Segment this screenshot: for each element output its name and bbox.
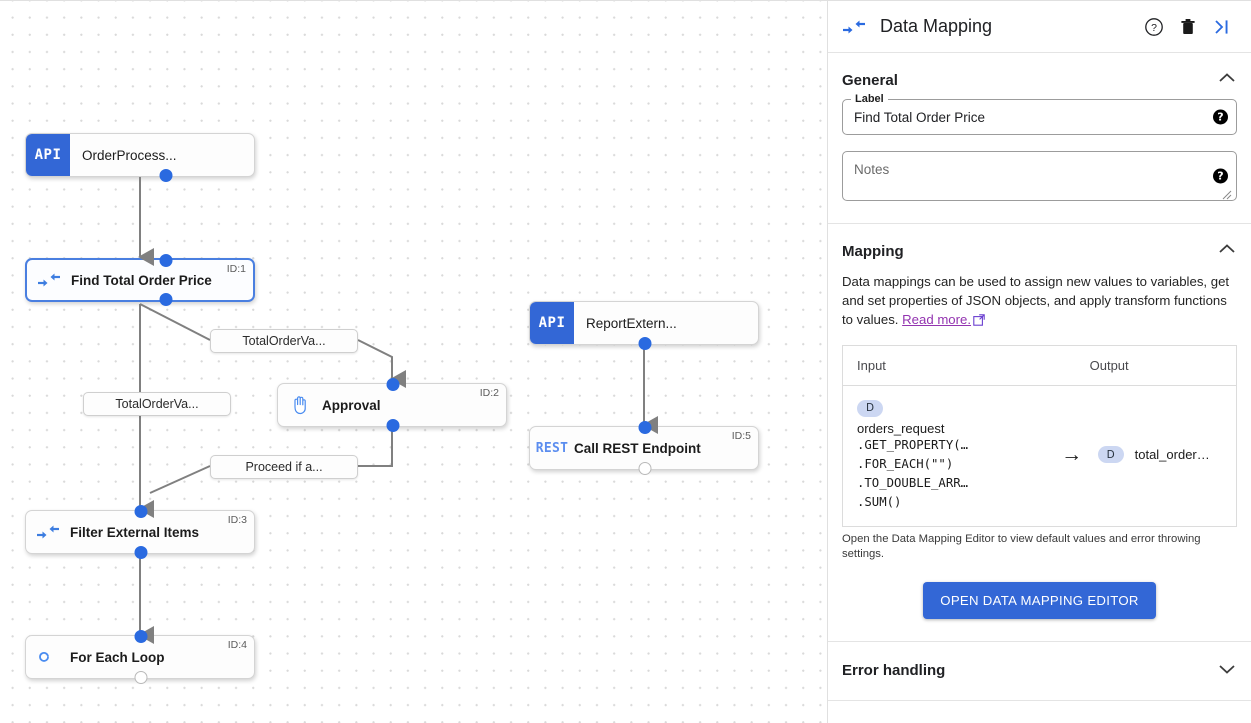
table-row[interactable]: D orders_request .GET_PROPERTY(… .FOR_EA… [843, 386, 1237, 527]
api-badge-icon: API [530, 302, 574, 344]
node-input-port[interactable] [134, 505, 148, 518]
section-error-handling: Error handling [828, 642, 1251, 700]
input-type-badge: D [857, 399, 883, 417]
node-title: Call REST Endpoint [574, 440, 701, 456]
mapping-actions: OPEN DATA MAPPING EDITOR [842, 581, 1237, 619]
input-transform-4: .SUM() [857, 494, 902, 509]
help-circle-icon[interactable]: ? [1139, 12, 1169, 42]
label-field-value: Find Total Order Price [854, 109, 986, 125]
table-header-row: Input Output [842, 345, 1237, 386]
rest-label: REST [535, 440, 569, 456]
section-mapping-header[interactable]: Mapping [842, 224, 1237, 270]
node-approval[interactable]: Approval ID:2 [277, 378, 507, 432]
read-more-link[interactable]: Read more. [902, 312, 972, 327]
section-title: Mapping [842, 242, 904, 260]
node-title: OrderProcess... [82, 147, 177, 163]
open-data-mapping-editor-button[interactable]: OPEN DATA MAPPING EDITOR [923, 581, 1156, 619]
node-output-port[interactable] [134, 546, 148, 559]
input-transform-3: .TO_DOUBLE_ARR… [857, 475, 969, 490]
properties-panel: Data Mapping ? [828, 0, 1251, 723]
mapping-arrow-icon: → [1061, 442, 1083, 466]
mapping-output-cell[interactable]: → D total_order… [1032, 386, 1237, 527]
edge-label-total-order-va-2[interactable]: TotalOrderVa... [83, 392, 231, 416]
node-output-port[interactable] [159, 293, 173, 306]
node-input-port[interactable] [159, 254, 173, 267]
edge-label-proceed-if-a[interactable]: Proceed if a... [210, 455, 358, 479]
rest-badge-icon: REST [530, 427, 574, 469]
section-general: General Label Find Total Order Price ? N… [828, 53, 1251, 205]
node-title: For Each Loop [70, 649, 165, 665]
resize-handle[interactable] [1222, 187, 1232, 200]
node-title: Find Total Order Price [71, 272, 212, 288]
section-title: General [842, 71, 898, 89]
node-order-process[interactable]: API OrderProcess... [25, 133, 255, 182]
help-icon[interactable]: ? [1213, 168, 1228, 184]
collapse-panel-icon[interactable] [1207, 12, 1237, 42]
trash-icon[interactable] [1173, 12, 1203, 42]
mapping-hint: Open the Data Mapping Editor to view def… [842, 532, 1201, 560]
node-output-port[interactable] [638, 337, 652, 350]
edge-label-total-order-va-1[interactable]: TotalOrderVa... [210, 329, 358, 353]
node-id-label: ID:5 [731, 430, 751, 442]
notes-field[interactable]: Notes ? [842, 151, 1237, 201]
column-header-input: Input [842, 345, 1032, 386]
node-id-label: ID:4 [227, 639, 247, 651]
flow-canvas[interactable]: API OrderProcess... Find Total Order Pri… [0, 0, 828, 723]
flow-wires [138, 177, 658, 644]
mapping-description-text: Data mappings can be used to assign new … [842, 274, 1230, 327]
mapping-description: Data mappings can be used to assign new … [842, 272, 1237, 331]
node-input-port[interactable] [134, 630, 148, 643]
divider [828, 699, 1251, 701]
section-error-handling-header[interactable]: Error handling [842, 642, 1237, 700]
divider [828, 223, 1251, 224]
data-mapping-icon [842, 19, 872, 35]
node-title: Filter External Items [70, 524, 200, 540]
label-field-legend: Label [851, 93, 888, 105]
node-id-label: ID:1 [226, 263, 246, 275]
mapping-table: Input Output D orders_request .GET_PROPE… [842, 345, 1237, 527]
node-input-port[interactable] [386, 378, 400, 391]
node-id-label: ID:3 [227, 514, 247, 526]
output-type-badge: D [1097, 446, 1124, 464]
chevron-up-icon[interactable] [1217, 71, 1237, 89]
node-id-label: ID:2 [479, 387, 499, 399]
loop-infinity-icon [26, 636, 70, 678]
node-output-port[interactable] [134, 671, 148, 684]
node-output-port[interactable] [159, 169, 173, 182]
api-badge-icon: API [26, 134, 70, 176]
hand-approval-icon [278, 384, 322, 426]
input-transform-2: .FOR_EACH("") [857, 456, 954, 471]
section-mapping: Mapping Data mappings can be used to ass… [828, 224, 1251, 641]
section-title: Error handling [842, 662, 946, 679]
section-general-header[interactable]: General [842, 53, 1237, 99]
input-transform-1: .GET_PROPERTY(… [857, 437, 969, 452]
mapping-input-cell[interactable]: D orders_request .GET_PROPERTY(… .FOR_EA… [843, 386, 1032, 527]
divider [828, 640, 1251, 642]
node-output-port[interactable] [386, 419, 400, 432]
node-report-extern[interactable]: API ReportExtern... [529, 301, 759, 350]
node-title: ReportExtern... [586, 315, 677, 331]
svg-text:?: ? [1151, 22, 1157, 34]
node-output-port[interactable] [638, 462, 652, 475]
external-link-icon[interactable] [973, 312, 985, 331]
notes-placeholder: Notes [854, 162, 890, 177]
page-title: Data Mapping [880, 16, 993, 36]
data-mapping-icon [26, 511, 70, 553]
column-header-output: Output [1031, 345, 1237, 386]
chevron-up-icon[interactable] [1217, 242, 1237, 260]
data-mapping-icon [27, 260, 71, 300]
input-variable-name: orders_request [857, 420, 945, 436]
panel-header: Data Mapping ? [828, 1, 1251, 53]
label-field[interactable]: Label Find Total Order Price ? [842, 93, 1237, 135]
chevron-down-icon[interactable] [1217, 662, 1237, 680]
node-input-port[interactable] [638, 421, 652, 434]
node-title: Approval [322, 397, 381, 413]
help-icon[interactable]: ? [1213, 109, 1228, 125]
output-variable-name: total_order… [1134, 447, 1210, 463]
